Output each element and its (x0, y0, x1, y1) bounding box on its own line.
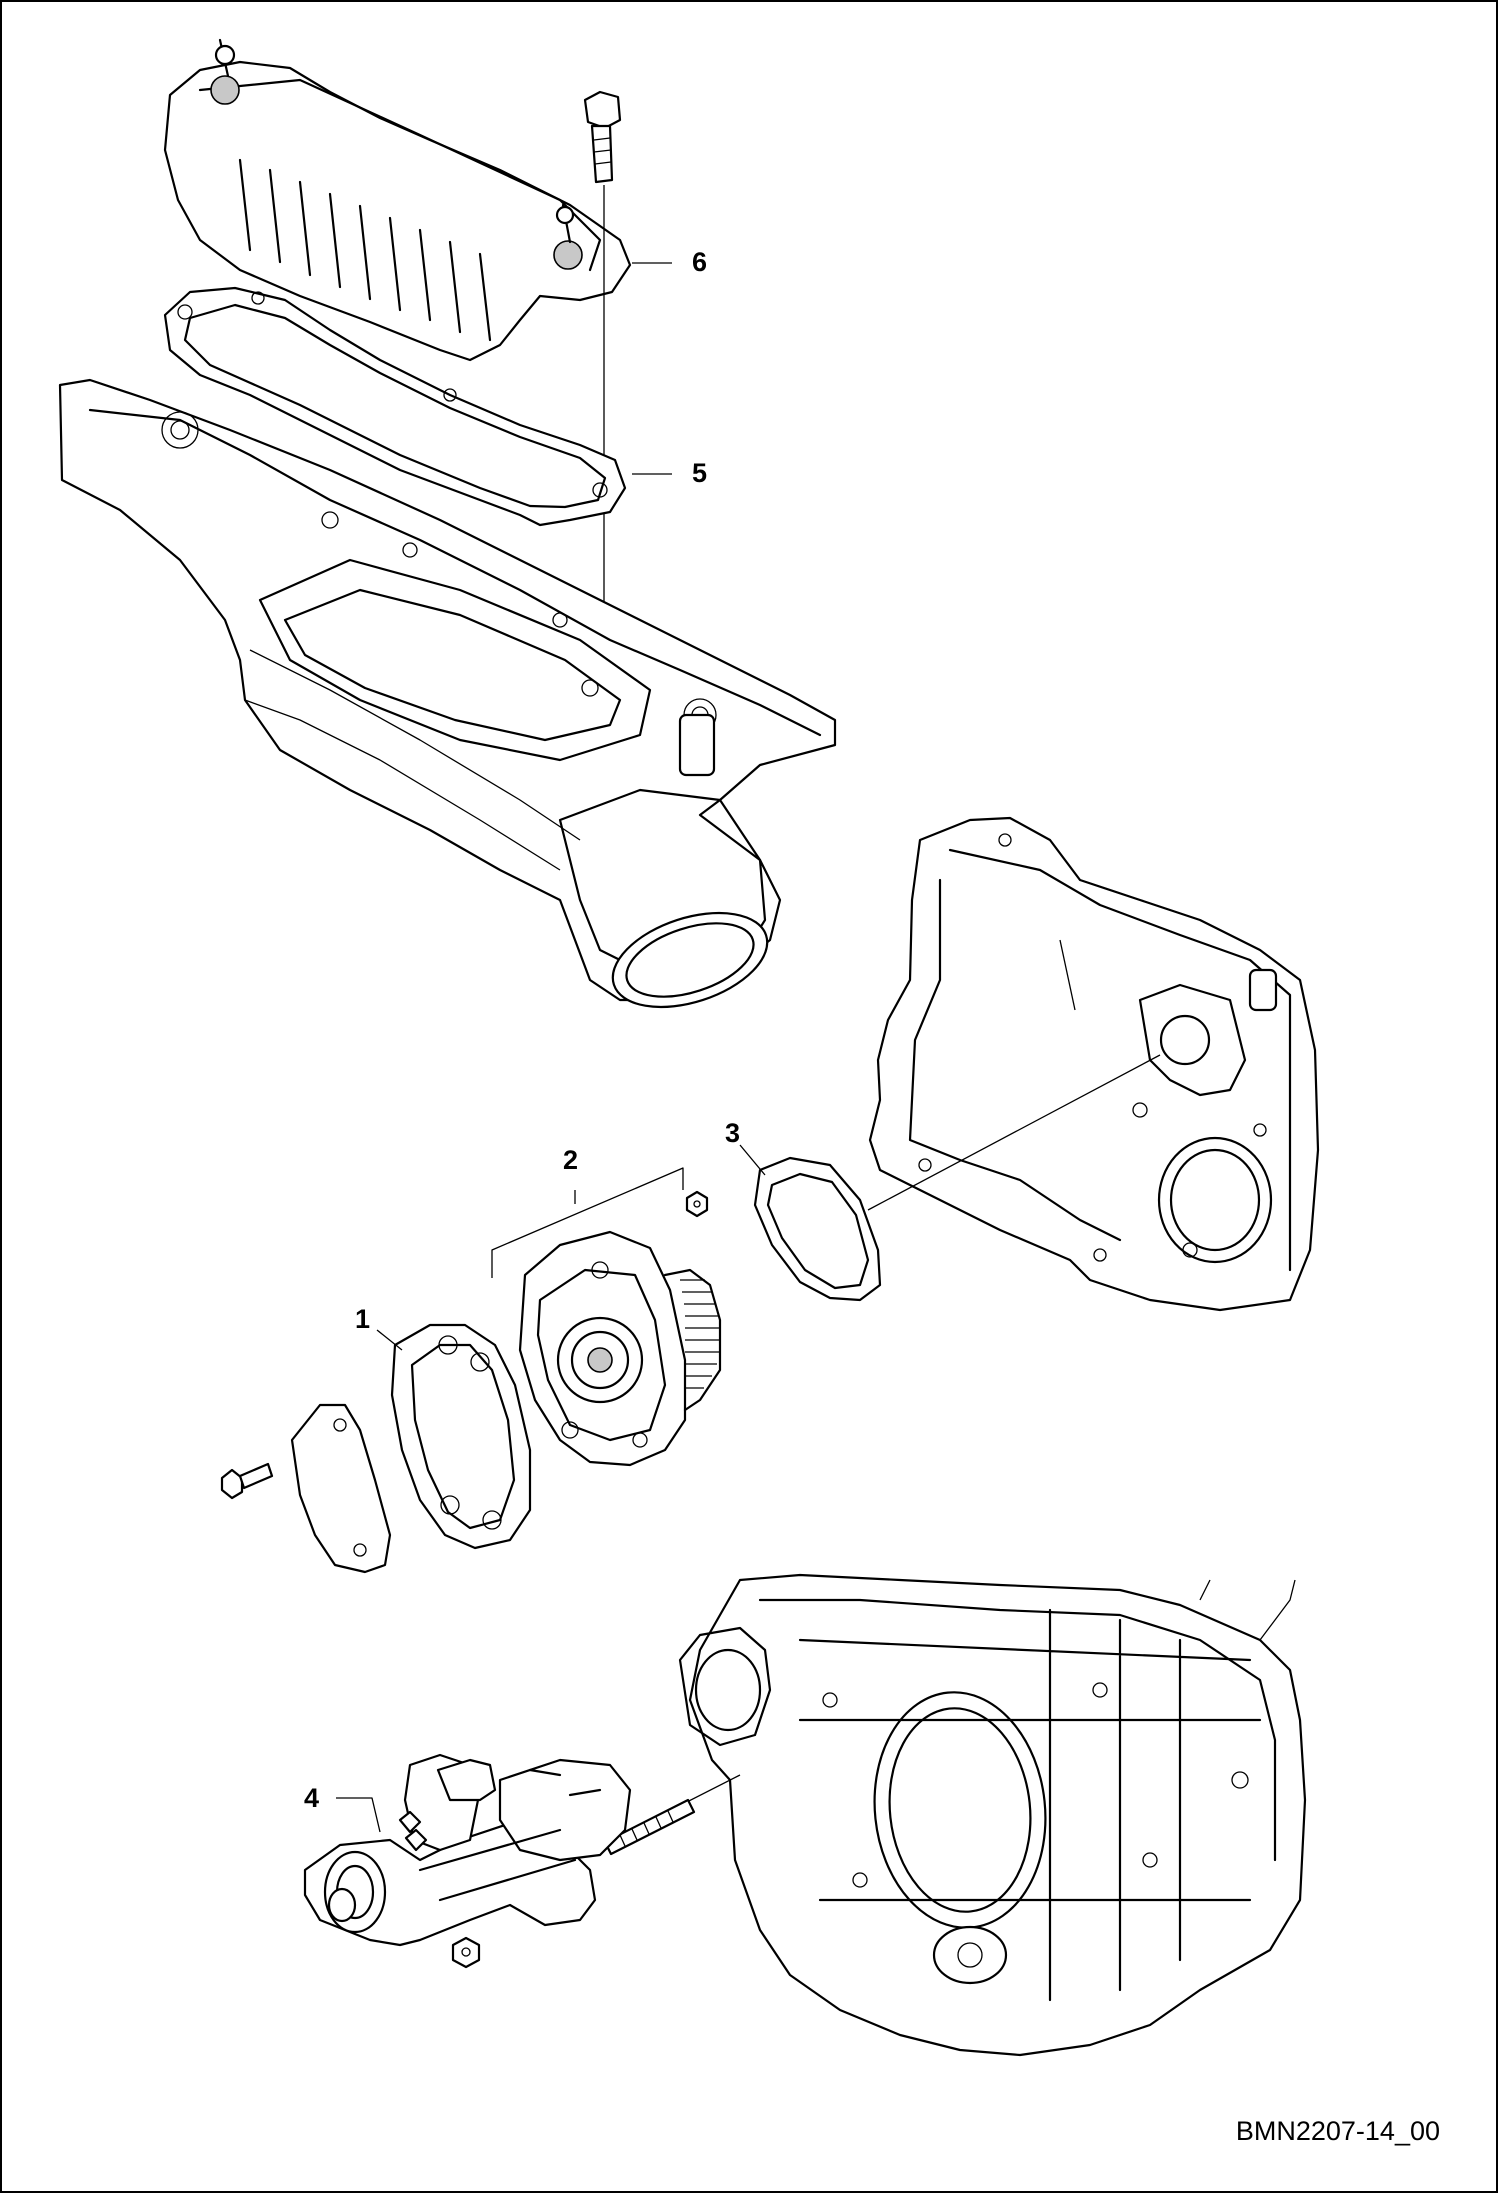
gasket-icon (390, 1323, 532, 1550)
drawing-code: BMN2207-14_00 (1235, 2116, 1440, 2146)
cover-plate-icon (290, 1403, 392, 1574)
bracket-2 (491, 1167, 684, 1278)
flywheel-housing-icon (678, 1573, 1307, 2057)
leader-3 (739, 1144, 766, 1176)
callout-6: 6 (692, 247, 708, 277)
starter-motor-icon (303, 1753, 632, 1947)
nut-icon (451, 1936, 481, 1969)
callout-2: 2 (563, 1145, 579, 1175)
assembly-line-3 (867, 1054, 1161, 1211)
callout-5: 5 (692, 458, 708, 488)
bolt-icon (220, 1462, 274, 1500)
callout-1: 1 (355, 1304, 371, 1334)
gear-housing-icon (868, 816, 1320, 1312)
gasket-icon (753, 1156, 882, 1302)
oil-cooler-icon (163, 38, 632, 362)
callout-4: 4 (304, 1783, 320, 1813)
callout-3: 3 (725, 1118, 741, 1148)
leader-4 (336, 1797, 381, 1833)
leader-1 (376, 1329, 403, 1351)
oil-pump-icon (518, 1230, 722, 1467)
stud-icon (603, 1798, 696, 1856)
gasket-icon (163, 286, 627, 527)
intake-manifold-icon (58, 378, 837, 1009)
nut-icon (685, 1190, 709, 1218)
bolt-icon (583, 90, 622, 184)
